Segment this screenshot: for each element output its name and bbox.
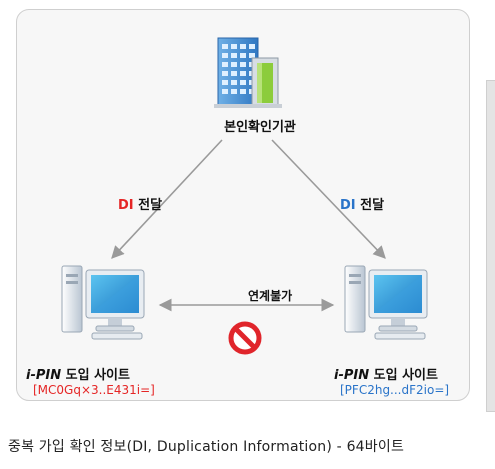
transfer-text: 전달 — [355, 198, 385, 213]
no-entry-icon — [228, 321, 262, 355]
di-tag: DI — [118, 198, 134, 213]
computer-icon — [61, 265, 145, 340]
di-tag: DI — [340, 198, 356, 213]
transfer-text: 전달 — [133, 198, 163, 213]
site-name-text: 도입 사이트 — [61, 368, 130, 383]
arrow-to-left-site — [111, 139, 223, 259]
ipin-prefix: i-PIN — [334, 368, 370, 383]
left-site-di-code: [MC0Gq×3..E431i=] — [33, 383, 155, 397]
next-panel-edge — [486, 80, 495, 412]
identity-agency-label: 본인확인기관 — [224, 120, 296, 135]
ipin-prefix: i-PIN — [26, 368, 62, 383]
building-icon — [214, 37, 282, 108]
computer-icon — [344, 265, 428, 340]
right-transfer-label: DI 전달 — [340, 194, 384, 213]
site-name-text: 도입 사이트 — [369, 368, 438, 383]
right-site-di-code: [PFC2hg...dF2io=] — [340, 383, 450, 397]
diagram-caption: 중복 가입 확인 정보(DI, Duplication Information)… — [8, 439, 405, 455]
left-site-name: i-PIN 도입 사이트 — [26, 364, 130, 383]
right-site-name: i-PIN 도입 사이트 — [334, 364, 438, 383]
arrow-to-right-site — [271, 139, 386, 259]
left-transfer-label: DI 전달 — [118, 194, 162, 213]
link-blocked-label: 연계불가 — [248, 289, 293, 303]
